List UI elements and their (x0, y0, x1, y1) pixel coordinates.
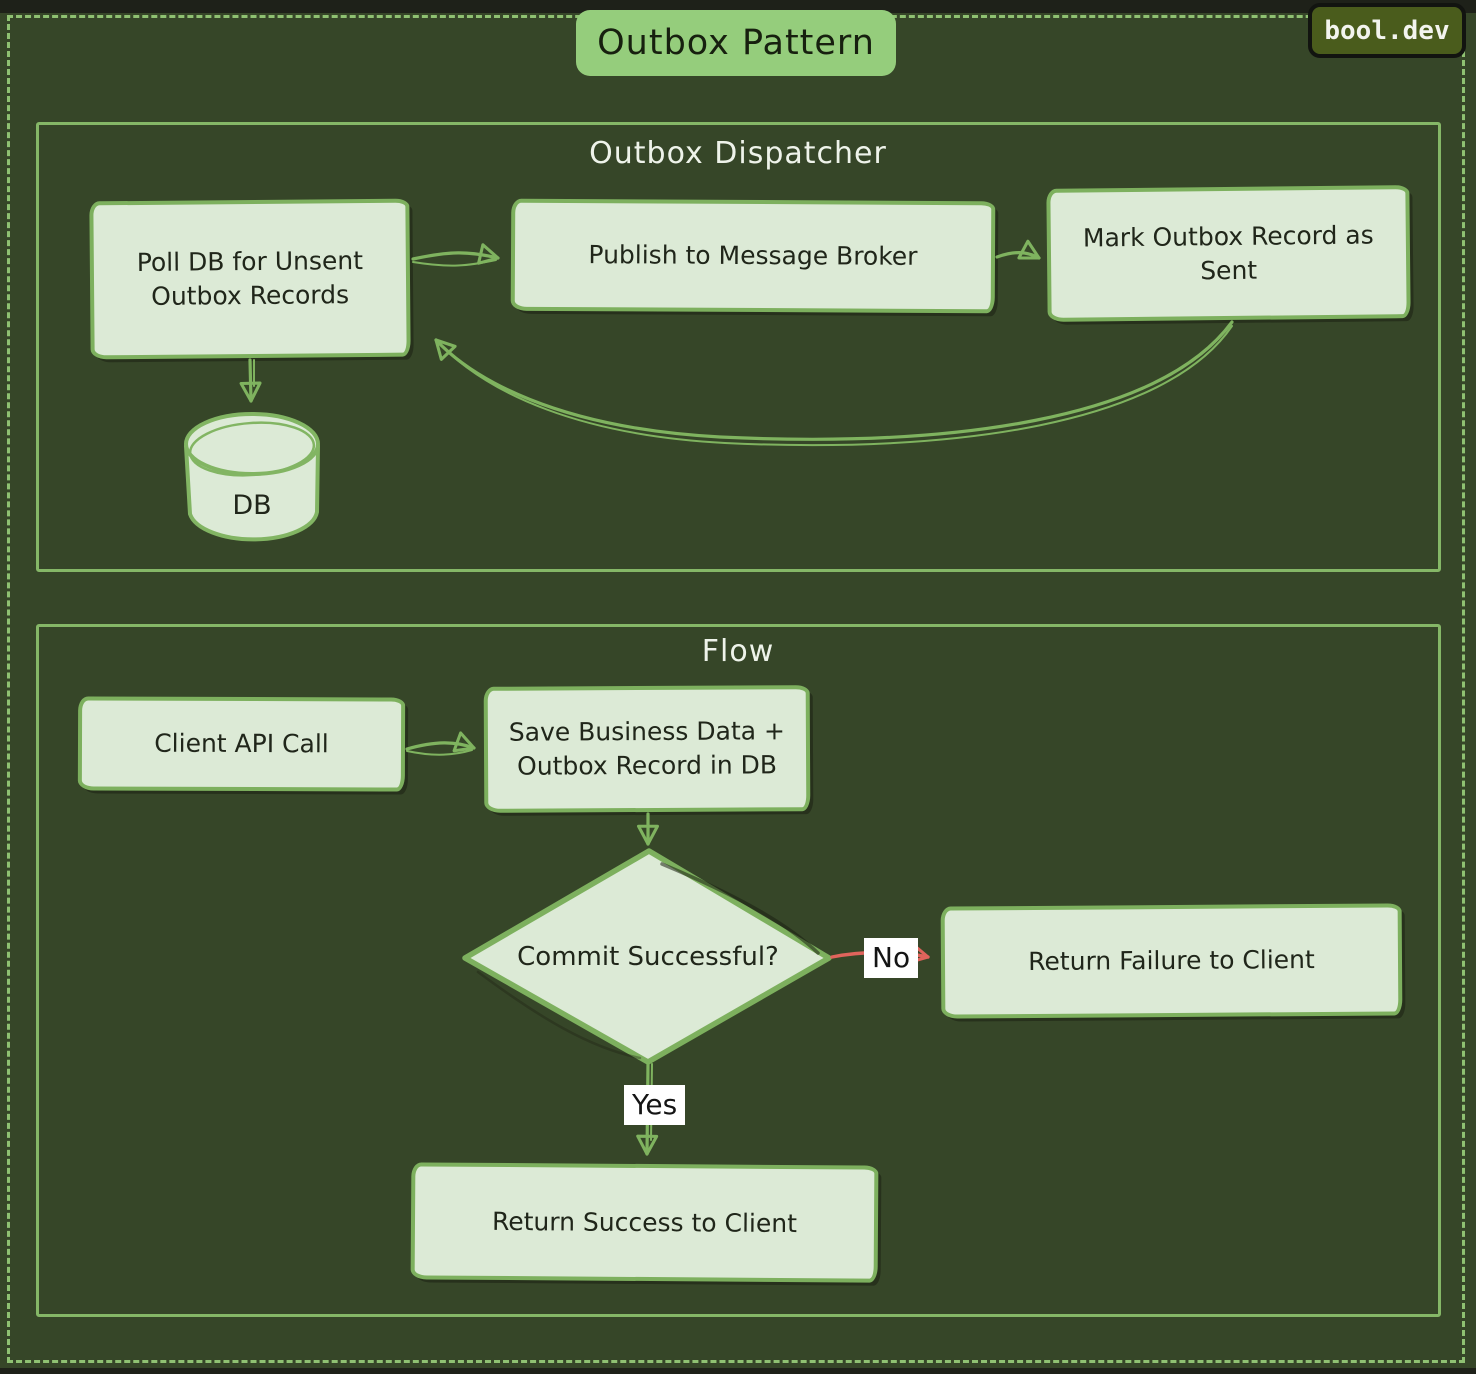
node-poll-db-label: Poll DB for Unsent Outbox Records (136, 246, 364, 311)
node-mark-sent: Mark Outbox Record as Sent (1046, 185, 1411, 322)
section-outbox-dispatcher (36, 122, 1441, 572)
edge-label-no: No (864, 938, 919, 979)
watermark-badge: bool.dev (1308, 3, 1466, 58)
node-publish-broker: Publish to Message Broker (510, 198, 996, 314)
node-return-success-label: Return Success to Client (491, 1206, 798, 1238)
section-flow (36, 624, 1441, 1317)
node-publish-broker-label: Publish to Message Broker (588, 240, 918, 271)
node-return-failure-label: Return Failure to Client (1028, 945, 1315, 977)
db-cylinder-label: DB (232, 490, 272, 521)
node-save-business-data: Save Business Data + Outbox Record in DB (483, 685, 811, 813)
section-title-dispatcher: Outbox Dispatcher (589, 136, 887, 171)
node-client-api-call: Client API Call (77, 696, 406, 792)
section-title-flow: Flow (701, 634, 775, 669)
node-poll-db: Poll DB for Unsent Outbox Records (89, 198, 411, 360)
page-title: Outbox Pattern (576, 10, 896, 76)
node-save-business-data-label: Save Business Data + Outbox Record in DB (508, 716, 786, 781)
node-mark-sent-label: Mark Outbox Record as Sent (1082, 220, 1374, 285)
node-return-failure: Return Failure to Client (940, 903, 1403, 1019)
node-client-api-call-label: Client API Call (154, 728, 329, 759)
node-return-success: Return Success to Client (410, 1162, 879, 1283)
decision-commit-label: Commit Successful? (517, 942, 779, 972)
edge-label-yes: Yes (624, 1085, 686, 1126)
